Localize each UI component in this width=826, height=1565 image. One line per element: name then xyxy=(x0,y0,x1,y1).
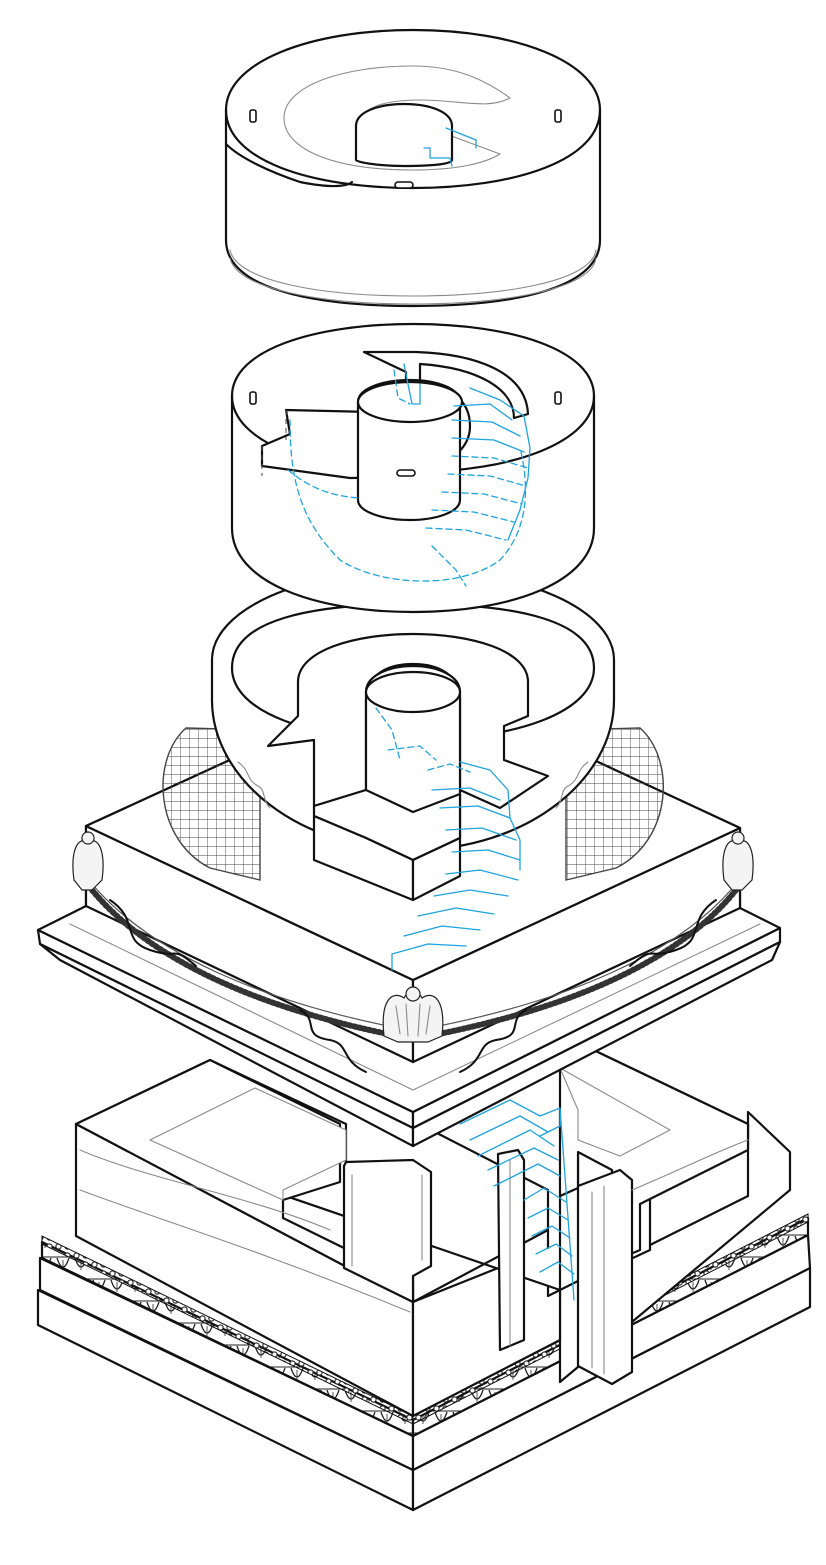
cornice-lower-right xyxy=(411,940,782,1148)
eagle-finial-center xyxy=(382,986,444,1043)
middle-drum-column-top xyxy=(356,380,464,424)
top-cap-seam xyxy=(224,142,354,188)
cornice-moulding xyxy=(69,923,414,1091)
eagle-finial-left xyxy=(72,831,104,891)
base-texture-line xyxy=(631,1139,749,1191)
square-base xyxy=(36,1032,812,1512)
locating-pin xyxy=(249,109,257,123)
garland-edge xyxy=(417,883,737,1031)
locating-slot xyxy=(396,469,416,477)
torus-inner-block-right xyxy=(411,836,462,902)
eagle-finial-right xyxy=(722,831,754,891)
stair-shaft-column xyxy=(496,1148,526,1352)
locating-pin xyxy=(554,391,562,405)
ribbon xyxy=(459,1009,527,1073)
laurel-garland-right xyxy=(415,887,739,1041)
top-cap-drum xyxy=(224,28,602,308)
ribbon xyxy=(109,899,197,967)
base-courtyard-floor xyxy=(149,1087,347,1201)
torus-wavy-edge xyxy=(237,761,271,809)
torus-column-top xyxy=(364,670,462,714)
cornice-moulding xyxy=(412,923,761,1091)
base-texture-line xyxy=(79,1189,411,1313)
base-courtyard-floor-right xyxy=(559,1067,671,1157)
torus-tier xyxy=(36,568,782,1148)
hidden-edge xyxy=(261,410,287,476)
ribbon xyxy=(629,899,717,967)
top-cap-hidden-stair xyxy=(445,127,477,149)
base-stair-run xyxy=(459,1099,575,1301)
locating-slot xyxy=(394,181,414,189)
garland-edge xyxy=(91,883,409,1031)
torus-stair xyxy=(375,707,521,971)
top-cap-band xyxy=(229,257,597,305)
stair-shaft-left-pillar xyxy=(342,1158,433,1304)
torus-wavy-edge xyxy=(555,761,589,809)
top-cap-rim xyxy=(224,108,602,190)
middle-drum xyxy=(230,322,596,614)
laurel-garland-left xyxy=(89,887,411,1041)
top-cap-band xyxy=(229,249,597,297)
base-texture-line xyxy=(79,1149,331,1231)
stair-shaft-right-pillar xyxy=(576,1168,634,1386)
top-cap-hidden-stair xyxy=(423,147,453,167)
locating-pin xyxy=(249,391,257,405)
top-cap-spiral-groove xyxy=(283,65,511,171)
ribbon xyxy=(299,1009,367,1073)
top-cap-inner-column xyxy=(354,102,454,168)
middle-drum-spiral-stair xyxy=(287,363,531,587)
locating-pin xyxy=(554,109,562,123)
